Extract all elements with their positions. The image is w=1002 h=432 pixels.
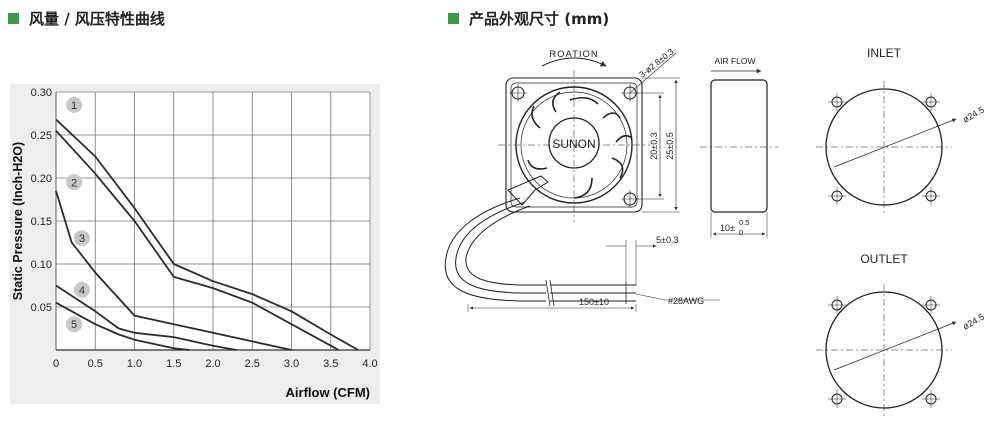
pq-curve-2 xyxy=(55,130,340,351)
awg-label: #28AWG xyxy=(668,296,704,306)
brand-label: SUNON xyxy=(552,137,595,151)
x-tick-label: 0.5 xyxy=(88,358,103,370)
pq-curve-3 xyxy=(55,190,292,351)
x-tick-label: 3.5 xyxy=(323,358,338,370)
y-axis-label: Static Pressure (Inch-H2O) xyxy=(11,142,25,300)
curve-label-2: 2 xyxy=(71,177,77,189)
depth-tolerance-upper: 0.5 xyxy=(739,218,749,227)
pq-curve-1 xyxy=(55,118,359,351)
x-tick-label: 1.0 xyxy=(127,358,142,370)
fan-side-view xyxy=(700,68,778,238)
rotation-label: ROATION xyxy=(549,49,599,60)
curve-marker-5 xyxy=(66,316,83,333)
curve-label-3: 3 xyxy=(79,233,85,245)
curve-label-4: 4 xyxy=(79,285,85,297)
airflow-label: AIR FLOW xyxy=(714,56,755,66)
x-tick-label: 3.0 xyxy=(284,358,299,370)
curve-marker-1 xyxy=(66,96,83,113)
outlet-view xyxy=(816,284,957,416)
chart-ticks: 0 0.5 1.0 1.5 2.0 2.5 3.0 3.5 4.0 0.05 0.10 0.15 0.2… xyxy=(31,87,378,370)
depth-tolerance-lower: 0 xyxy=(739,228,743,237)
cable-length-label: 150±10 xyxy=(579,297,609,307)
pq-curve-4 xyxy=(55,284,237,351)
curve-label-1: 1 xyxy=(71,100,77,112)
pq-curve-title-text: 风量 / 风压特性曲线 xyxy=(29,9,165,28)
x-tick-label: 4.0 xyxy=(362,358,377,370)
section-marker-icon xyxy=(448,12,459,24)
frame-size-label: 25±0.5 xyxy=(665,132,675,159)
curve-marker-2 xyxy=(66,174,83,191)
pq-curve-5 xyxy=(55,301,190,351)
depth-label: 10± xyxy=(720,223,735,233)
y-tick-label: 0.25 xyxy=(31,130,52,142)
x-tick-label: 0 xyxy=(53,358,59,370)
x-tick-label: 2.5 xyxy=(245,358,260,370)
curve-label-5: 5 xyxy=(71,319,77,331)
dimensions-title-text: 产品外观尺寸 (mm) xyxy=(469,9,610,28)
inlet-diameter-label: ø24.5 xyxy=(961,105,986,125)
pq-curve-title: 风量 / 风压特性曲线 xyxy=(8,6,165,30)
curve-marker-4 xyxy=(73,281,90,298)
fan-front-view xyxy=(444,52,720,312)
inlet-label: INLET xyxy=(867,46,902,60)
side-frame xyxy=(710,79,768,213)
x-axis-label: Airflow (CFM) xyxy=(286,385,370,400)
section-marker-icon xyxy=(8,12,19,24)
x-tick-label: 2.0 xyxy=(205,358,220,370)
x-tick-label: 1.5 xyxy=(166,358,181,370)
hole-pitch-label: 20±0.3 xyxy=(649,132,659,159)
y-tick-label: 0.05 xyxy=(31,302,52,314)
port-views xyxy=(816,81,957,416)
hole-dim-label: 3-ø2.8±0.3 xyxy=(637,46,676,79)
fan-blades xyxy=(527,91,633,199)
outlet-label: OUTLET xyxy=(860,252,908,266)
inlet-view xyxy=(816,81,957,213)
chart-series: 1 2 3 4 5 xyxy=(55,96,359,351)
strip-length-label: 5±0.3 xyxy=(656,235,678,245)
y-tick-label: 0.30 xyxy=(31,87,52,99)
dimensions-title: 产品外观尺寸 (mm) xyxy=(448,6,609,30)
y-tick-label: 0.15 xyxy=(31,216,52,228)
outlet-diameter-label: ø24.5 xyxy=(961,312,986,332)
y-tick-label: 0.10 xyxy=(31,259,52,271)
curve-marker-3 xyxy=(73,230,90,247)
fan-cable xyxy=(444,197,636,307)
y-tick-label: 0.20 xyxy=(31,173,52,185)
